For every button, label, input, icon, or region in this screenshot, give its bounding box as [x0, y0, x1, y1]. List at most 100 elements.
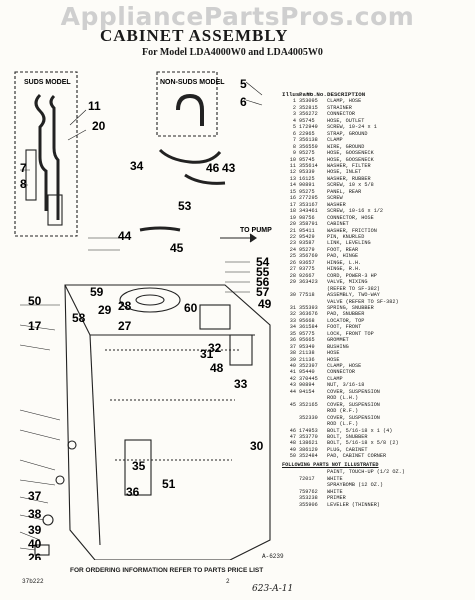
description: WASHER, FILTER	[327, 162, 371, 169]
description: CORD, POWER-3 HP	[327, 272, 377, 279]
illus-no	[282, 502, 299, 508]
callout-number: 51	[162, 477, 176, 491]
description: STRAINER	[327, 104, 352, 111]
part-no: 72017	[299, 475, 315, 482]
illus-no: 25	[289, 253, 296, 260]
part-no: 361584	[299, 324, 318, 331]
illus-no: 18	[289, 208, 296, 215]
description: HOSE, GOOSENECK	[327, 156, 374, 163]
part-no: 356138	[299, 137, 318, 144]
parts-row: 72017 WHITE	[282, 476, 474, 482]
part-no: 93587	[299, 240, 315, 247]
parts-row: ROD (L.F.)	[282, 421, 474, 427]
description: VALVE (REFER TO SF-382)	[327, 298, 399, 305]
illus-no: 36	[289, 337, 296, 344]
parts-row: PAINT, TOUCH-UP (1/2 OZ.)	[282, 469, 474, 475]
callout-number: 26	[28, 551, 42, 560]
description: SCREW, 10-24 x 1	[327, 124, 377, 131]
part-no: 95668	[299, 317, 315, 324]
description: PAD, CABINET CORNER	[327, 453, 387, 460]
description: SCREW, 10-16 x 1/2	[327, 208, 384, 215]
callout-number: 44	[118, 229, 132, 243]
callout-number: 58	[72, 311, 86, 325]
description: NUT, 3/16-18	[327, 382, 365, 389]
callout-number: 54	[256, 255, 270, 269]
callout-number: 34	[130, 159, 144, 173]
nonsuds-model-label: NON-SUDS MODEL	[160, 79, 225, 86]
part-no: 90891	[299, 182, 315, 189]
description: LOCATOR, TOP	[327, 317, 365, 324]
part-no: 95275	[299, 188, 315, 195]
callout-number: 29	[98, 303, 112, 317]
description: CLAMP	[327, 137, 343, 144]
illus-no: 30	[289, 292, 296, 299]
callout-number: 40	[28, 537, 42, 551]
part-no: 95665	[299, 337, 315, 344]
page-title: CABINET ASSEMBLY	[100, 26, 289, 45]
illus-no: 34	[289, 324, 296, 331]
illus-no: 7	[292, 137, 296, 144]
part-no: 352484	[299, 453, 318, 460]
part-no: 174953	[299, 427, 318, 434]
illus-no: 3	[292, 111, 296, 118]
description: LEVELER (THINNER)	[327, 501, 380, 508]
description: FOOT, REAR	[327, 246, 359, 253]
part-no: 95745	[299, 117, 315, 124]
illus-no: 16	[289, 195, 296, 202]
suds-model-box	[14, 71, 78, 237]
description: LINK, LEVELING	[327, 240, 371, 247]
description: WHITE	[327, 475, 343, 482]
illus-no: 21	[289, 227, 296, 234]
parts-row: 355906 LEVELER (THINNER)	[282, 502, 474, 508]
description: HOSE, OUTLET	[327, 117, 365, 124]
illus-no: 1	[292, 98, 296, 105]
description: STRAP, GROUND	[327, 130, 368, 137]
description: HINGE, R.H.	[327, 266, 362, 273]
part-no: 353167	[299, 201, 318, 208]
description: SPRING, SNUBBER	[327, 304, 374, 311]
figure-code: A-6239	[262, 553, 284, 560]
parts-row: SPRAYBOMB (12 OZ.)	[282, 482, 474, 488]
description: PLUG, CABINET	[327, 446, 368, 453]
illus-no: 24	[289, 246, 296, 253]
illus-no: 48	[289, 440, 296, 447]
callout-number: 56	[256, 275, 270, 289]
description: BUSHING	[327, 343, 349, 350]
callout-number: 39	[28, 523, 42, 537]
part-no: 90894	[299, 382, 315, 389]
illus-no: 20	[289, 221, 296, 228]
illus-no: 29	[289, 279, 296, 286]
description: HOSE, INLET	[327, 169, 362, 176]
callout-number: 35	[132, 459, 146, 473]
callout-number: 31	[200, 347, 214, 361]
part-no: 352165	[299, 401, 318, 408]
part-no: 759762	[299, 488, 318, 495]
description: BOLT, 5/16-18 x 5/8 (2)	[327, 440, 399, 447]
callout-number: 57	[256, 285, 270, 299]
illus-no: 33	[289, 317, 296, 324]
illus-no: 35	[289, 330, 296, 337]
parts-row: ROD (R.F.)	[282, 408, 474, 414]
description: ASSEMBLY, TWO-WAY	[327, 292, 380, 299]
description: PAD, HINGE	[327, 253, 359, 260]
part-no: 277295	[299, 195, 318, 202]
part-no: 355906	[299, 501, 318, 508]
suds-model-label: SUDS MODEL	[24, 79, 71, 86]
